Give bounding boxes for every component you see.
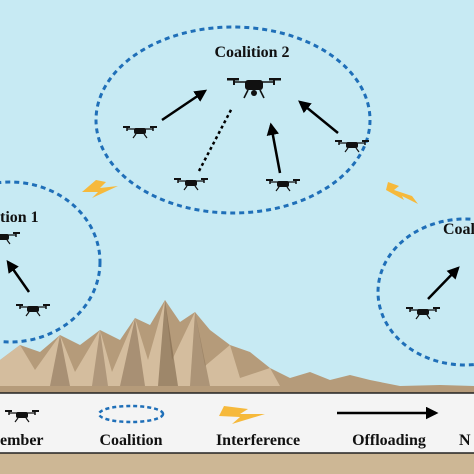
lightning-icon — [219, 406, 265, 424]
ground — [0, 452, 474, 474]
coalition-1: tion 1 — [0, 180, 102, 344]
interference-lightning-icon — [386, 182, 418, 204]
legend-member-label: ember — [0, 432, 44, 449]
legend-cut-label: N — [459, 432, 471, 449]
offloading-arrow — [6, 259, 31, 293]
offloading-arrow — [161, 89, 208, 122]
legend-interference-label: Interference — [216, 432, 300, 449]
coalition-1-ring — [0, 180, 102, 344]
legend-offloading-label: Offloading — [352, 432, 426, 449]
dashed-ellipse-icon — [97, 404, 165, 424]
offloading-arrow — [298, 100, 339, 134]
offloading-arrow — [427, 266, 460, 300]
legend: ember Coalition Interference Offloading … — [0, 392, 474, 454]
coalition-3-label: Coali — [443, 221, 474, 238]
legend-coalition-label: Coalition — [99, 432, 162, 449]
coalition-3: Coali — [376, 217, 474, 367]
coalition-2-ring — [94, 25, 372, 215]
offloading-arrow — [266, 122, 282, 174]
coalition-1-label: tion 1 — [0, 209, 39, 226]
coalition-2: Coalition 2 — [94, 25, 372, 215]
coalition-2-label: Coalition 2 — [214, 44, 289, 61]
legend-box — [0, 392, 474, 454]
interference-lightning-icon — [82, 180, 118, 198]
